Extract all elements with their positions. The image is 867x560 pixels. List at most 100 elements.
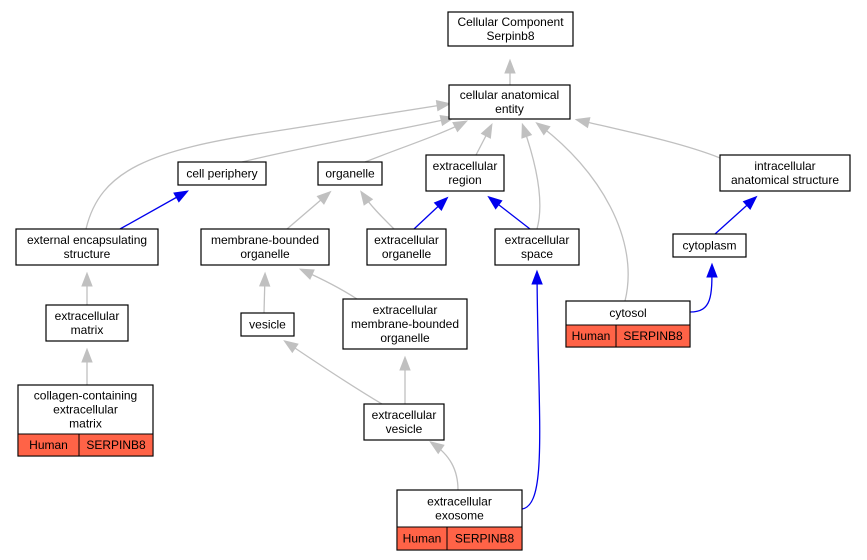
node-box	[45, 304, 129, 342]
arrowhead-icon	[433, 196, 449, 212]
edge-extenc-to-cellper	[119, 190, 189, 230]
node-label-line: extracellular	[372, 408, 437, 422]
node-organelle[interactable]: organelle	[317, 161, 383, 186]
node-cellper[interactable]: cell periphery	[177, 161, 267, 186]
node-box	[366, 228, 447, 266]
annotation-gene: SERPINB8	[623, 329, 683, 343]
node-label-line: membrane-bounded	[211, 233, 319, 247]
arrowhead-icon	[706, 262, 718, 278]
node-label-line: anatomical structure	[731, 173, 839, 187]
arrowhead-icon	[399, 355, 411, 371]
node-box	[200, 228, 330, 266]
node-vesicle[interactable]: vesicle	[240, 312, 295, 337]
arrowhead-icon	[81, 271, 93, 287]
node-box	[177, 161, 267, 186]
node-label-line: matrix	[69, 417, 102, 431]
arrowhead-icon	[535, 121, 551, 136]
edge-exorg-to-organelle	[360, 190, 395, 230]
node-label-line: region	[448, 173, 481, 187]
annotation-gene: SERPINB8	[86, 438, 146, 452]
node-label-line: organelle	[382, 247, 432, 261]
node-label-line: extracellular	[433, 159, 498, 173]
node-label-line: extracellular	[374, 233, 439, 247]
node-label-line: organelle	[325, 167, 375, 181]
node-box	[719, 154, 851, 192]
node-label-line: Serpinb8	[486, 29, 534, 43]
edge-cellper-to-cae	[241, 114, 456, 163]
node-label-line: space	[521, 247, 553, 261]
node-box	[363, 403, 445, 441]
node-label-line: cytosol	[609, 306, 646, 320]
arrowhead-icon	[742, 195, 758, 210]
edge-exmatrix-to-extenc	[81, 271, 93, 305]
node-label-line: cytoplasm	[682, 239, 736, 253]
edge-exorg-to-exreg	[413, 196, 449, 230]
edge-exves-to-vesicle	[283, 340, 383, 405]
graph-edges	[81, 58, 758, 510]
arrowhead-icon	[504, 58, 516, 74]
node-box	[448, 84, 571, 120]
arrowhead-icon	[429, 441, 445, 455]
node-label-line: vesicle	[386, 422, 423, 436]
annotation-species: Human	[29, 438, 68, 452]
node-label-line: organelle	[380, 331, 430, 345]
node-label-line: extracellular	[373, 303, 438, 317]
edge-organelle-to-cae	[364, 120, 469, 163]
annotation-gene: SERPINB8	[455, 532, 515, 546]
edge-cytosol-to-cytoplasm	[689, 262, 718, 313]
node-label-line: exosome	[435, 509, 484, 523]
node-cytoplasm[interactable]: cytoplasm	[672, 233, 747, 258]
edge-exspace-to-exreg	[487, 195, 531, 230]
arrowhead-icon	[283, 340, 299, 354]
arrowhead-icon	[298, 268, 315, 280]
arrowhead-icon	[258, 271, 271, 287]
edge-cytosol-to-cae	[535, 121, 629, 302]
edge-membo-to-organelle	[286, 190, 332, 230]
node-label-line: structure	[64, 247, 111, 261]
edge-cytoplasm-to-intra	[714, 195, 758, 235]
annotation-row: Human SERPINB8	[565, 324, 691, 348]
edge-exspace-to-cae	[521, 122, 541, 230]
node-box	[240, 312, 295, 337]
arrowhead-icon	[360, 190, 374, 206]
node-label-line: extracellular	[53, 403, 118, 417]
node-label-line: cellular anatomical	[460, 88, 559, 102]
node-box	[447, 11, 574, 47]
edge-intra-to-cae	[574, 117, 721, 159]
node-box	[672, 233, 747, 258]
arrowhead-icon	[574, 117, 591, 129]
arrowhead-icon	[81, 347, 93, 363]
node-label-line: organelle	[240, 247, 290, 261]
arrowhead-icon	[316, 190, 332, 205]
edge-vesicle-to-membo	[258, 271, 271, 314]
arrowhead-icon	[435, 99, 452, 112]
node-label-line: Cellular Component	[457, 15, 564, 29]
node-collagen[interactable]: collagen-containingextracellularmatrixHu…	[17, 384, 154, 457]
edge-exreg-to-cae	[475, 122, 493, 156]
annotation-species: Human	[572, 329, 611, 343]
node-box	[494, 228, 580, 266]
arrowhead-icon	[173, 190, 189, 203]
arrowhead-icon	[452, 120, 469, 133]
node-label-line: external encapsulating	[27, 233, 147, 247]
node-box	[15, 228, 159, 266]
arrowhead-icon	[480, 122, 493, 139]
node-label-line: cell periphery	[186, 167, 257, 181]
node-label-line: extracellular	[55, 309, 120, 323]
node-box	[425, 154, 505, 192]
